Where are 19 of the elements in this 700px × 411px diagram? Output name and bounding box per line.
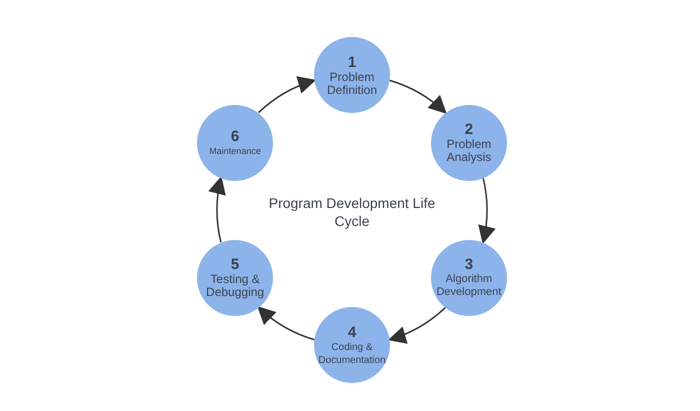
arrow [257,306,315,340]
arrow [209,176,227,242]
step-number: 3 [464,256,474,273]
step-number: 4 [348,324,356,340]
step-label: Problem Definition [326,70,378,96]
cycle-title: Program Development Life Cycle [268,194,436,230]
step-label: Problem Analysis [446,138,492,164]
step-number: 2 [464,121,474,138]
step-label: Coding & Documentation [318,340,386,366]
arrow [258,77,316,114]
step-label: Algorithm Development [435,273,502,299]
step-label: Testing & Debugging [205,273,266,299]
arrow [388,306,446,343]
step-number: 5 [230,256,240,273]
arrow [389,80,447,114]
step-label: Maintenance [209,144,261,158]
step-number: 6 [230,128,240,144]
step-number: 1 [348,54,356,70]
arrow [477,178,495,244]
